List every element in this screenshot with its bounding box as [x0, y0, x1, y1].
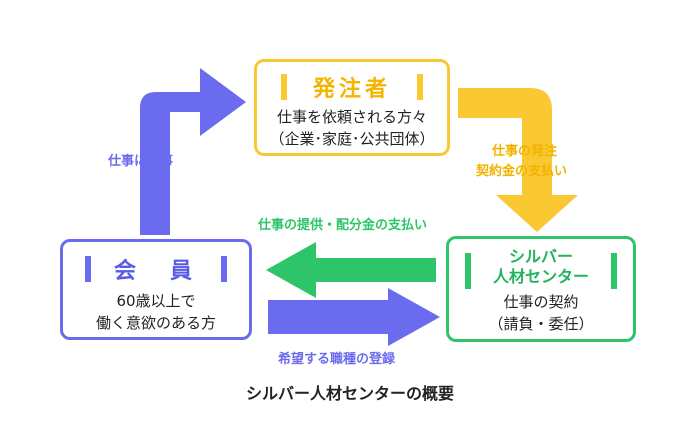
diagram-caption: シルバー人材センターの概要	[245, 384, 454, 403]
label-registration: 希望する職種の登録	[278, 352, 396, 367]
center-title-bar-right	[611, 253, 617, 289]
center-title-line1: シルバー	[508, 247, 573, 266]
center-title-bar-left	[465, 253, 471, 289]
orderer-title: 発注者	[312, 77, 391, 102]
member-title: 会 員	[113, 259, 198, 284]
orderer-title-bar-left	[281, 74, 287, 100]
member-title-bar-left	[85, 256, 91, 282]
orderer-line1: 仕事を依頼される方々	[276, 108, 427, 126]
center-box: シルバー 人材センター 仕事の契約 （請負・委任）	[446, 236, 636, 342]
center-line1: 仕事の契約	[503, 293, 579, 311]
arrow-center-to-member	[266, 242, 436, 298]
orderer-title-bar-right	[417, 74, 423, 100]
orderer-box: 発注者 仕事を依頼される方々 （企業･家庭･公共団体）	[254, 59, 450, 156]
label-order-line1: 仕事の発注	[492, 144, 558, 159]
member-box: 会 員 60歳以上で 働く意欲のある方	[60, 239, 252, 340]
member-line1: 60歳以上で	[116, 292, 196, 310]
arrow-member-to-orderer	[140, 68, 246, 235]
label-provision-payment: 仕事の提供・配分金の支払い	[258, 218, 428, 233]
label-order-line2: 契約金の支払い	[476, 164, 568, 179]
member-title-bar-right	[221, 256, 227, 282]
label-work-engagement: 仕事に従事	[108, 154, 174, 169]
arrow-orderer-to-center	[458, 88, 578, 232]
member-line2: 働く意欲のある方	[95, 314, 216, 332]
center-line2: （請負・委任）	[488, 315, 594, 333]
orderer-line2: （企業･家庭･公共団体）	[269, 130, 435, 148]
center-title-line2: 人材センター	[492, 267, 589, 286]
arrow-member-to-center	[268, 288, 440, 346]
